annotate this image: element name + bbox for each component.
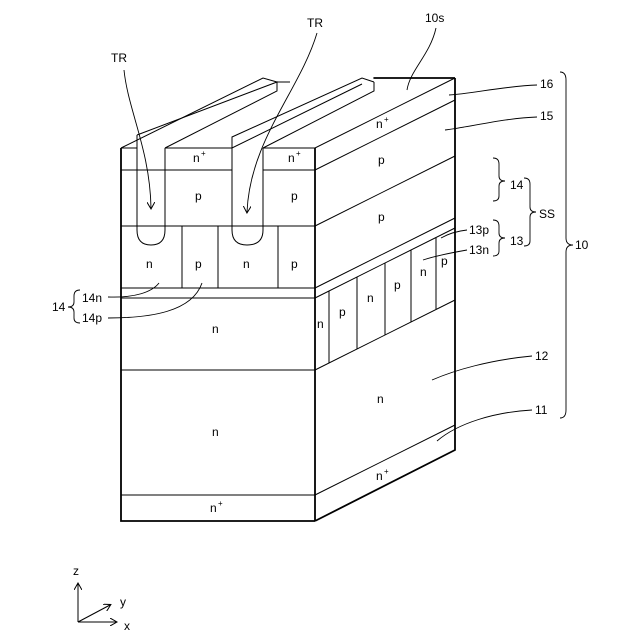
coordinate-axes: z y x [73,564,130,633]
drift-front: n [212,322,219,336]
ref-14p: 14p [82,311,102,325]
n-plus-source-2: n [288,151,295,165]
ref-16: 16 [540,77,554,91]
ref-13p: 13p [469,223,489,237]
pillar-side-2: p [339,305,346,319]
pillar-side-6: p [441,254,448,268]
region-labels: n + n + p p n p n p n n n + n + p p n p … [146,115,448,515]
ref-10s: 10s [425,11,444,25]
pillar-front-p2: p [291,257,298,271]
tr-label-left: TR [111,51,127,65]
side-face [315,78,455,521]
svg-text:+: + [296,149,301,158]
p-body-front-2: p [291,189,298,203]
ref-14n: 14n [82,291,102,305]
ref-14: 14 [510,178,524,192]
drift-side: n [377,392,384,406]
axis-z-label: z [73,564,79,578]
n-plus-source-1: n [193,151,200,165]
p-body-front-1: p [195,189,202,203]
trench-left [137,148,165,245]
svg-text:+: + [384,467,389,476]
substrate-front: n [212,425,219,439]
pillar-side-5: n [420,265,427,279]
ref-ss: SS [539,207,555,221]
p-side-lower: p [378,210,385,224]
ref-15: 15 [540,109,554,123]
pillar-front-n1: n [146,257,153,271]
n-plus-top: n [376,117,383,131]
top-face [121,78,455,148]
n-plus-bottom-side: n [376,469,383,483]
trench-right [232,148,263,245]
svg-text:+: + [201,149,206,158]
left-reference-labels: 14 14n 14p [52,283,202,325]
pillar-front-n2: n [243,257,250,271]
ref-10: 10 [575,238,589,252]
axis-x-label: x [124,619,130,633]
pillar-side-1: n [317,317,324,331]
n-plus-bottom-front: n [210,501,217,515]
pillar-front-p1: p [195,257,202,271]
trench-callouts: TR TR [111,16,323,212]
axis-y-label: y [120,595,126,609]
pillar-side-4: p [394,278,401,292]
ref-13n: 13n [469,243,489,257]
ref-13: 13 [510,234,524,248]
ref-12: 12 [535,349,549,363]
reference-labels: 10s 16 15 14 13p 13n 13 SS 10 12 11 [407,11,589,441]
p-side-upper: p [378,153,385,167]
ref-14-left: 14 [52,300,66,314]
ref-11: 11 [535,403,548,417]
svg-text:+: + [218,499,223,508]
pillar-side-3: n [367,291,374,305]
svg-text:+: + [384,115,389,124]
tr-label-right: TR [307,16,323,30]
